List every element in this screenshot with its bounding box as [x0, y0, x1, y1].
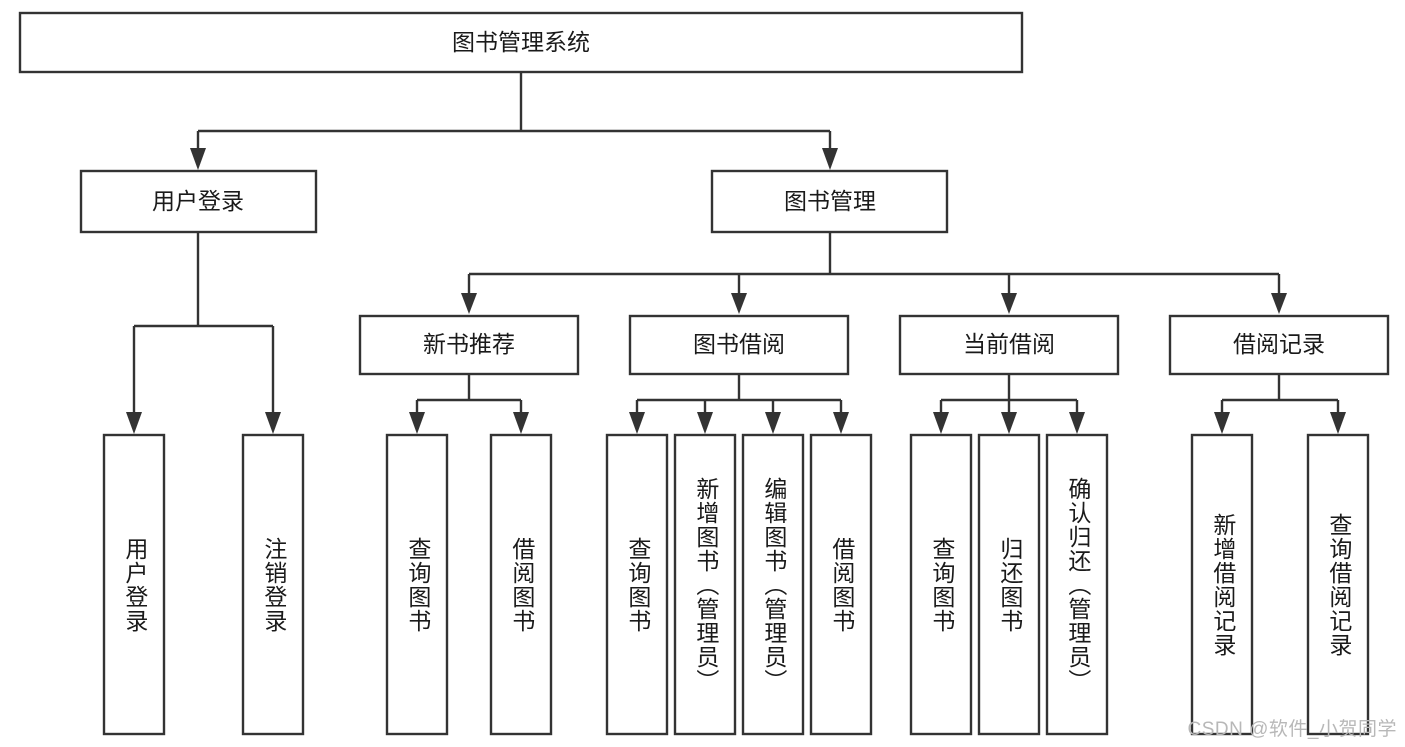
- leaf-box-borrow-book-1[interactable]: [489, 433, 553, 736]
- arrow-head-leaf-confirm-return: [1069, 412, 1085, 434]
- leaf-box-group: [102, 433, 1370, 736]
- node-new-book-rec-box[interactable]: [358, 314, 580, 376]
- arrow-head-leaf-borrow-book-1: [513, 412, 529, 434]
- arrow-head-leaf-add-record: [1214, 412, 1230, 434]
- arrow-head-leaf-borrow-book-2: [833, 412, 849, 434]
- arrow-head-leaf-query-record: [1330, 412, 1346, 434]
- connector-group-user-login: [126, 232, 281, 434]
- node-root-box[interactable]: [18, 11, 1024, 74]
- node-new-book-rec-label: 新书推荐: [423, 331, 515, 357]
- connector-group-current-borrow: [933, 374, 1085, 434]
- leaf-box-confirm-return[interactable]: [1045, 433, 1109, 736]
- leaf-box-return-book[interactable]: [977, 433, 1041, 736]
- leaf-box-query-book-2[interactable]: [605, 433, 669, 736]
- arrow-head-leaf-query-book-3: [933, 412, 949, 434]
- node-borrow-record[interactable]: 借阅记录: [1168, 314, 1390, 376]
- arrow-head-leaf-query-book-2: [629, 412, 645, 434]
- node-borrow-record-box[interactable]: [1168, 314, 1390, 376]
- node-current-borrow-box[interactable]: [898, 314, 1120, 376]
- node-new-book-rec[interactable]: 新书推荐: [358, 314, 580, 376]
- node-book-borrow-box[interactable]: [628, 314, 850, 376]
- node-book-borrow[interactable]: 图书借阅: [628, 314, 850, 376]
- arrow-head-leaf-query-book-1: [409, 412, 425, 434]
- node-root[interactable]: 图书管理系统: [18, 11, 1024, 74]
- node-borrow-record-label: 借阅记录: [1233, 331, 1325, 357]
- leaf-box-add-book[interactable]: [673, 433, 737, 736]
- connector-group-book-manage: [461, 232, 1287, 314]
- arrow-head-leaf-user-login: [126, 412, 142, 434]
- arrow-head-borrow-record: [1271, 293, 1287, 314]
- arrow-head-user-login: [190, 148, 206, 170]
- connector-group-borrow-record: [1214, 374, 1346, 434]
- node-book-manage-box[interactable]: [710, 169, 949, 234]
- watermark-text: CSDN @软件_小贺同学: [1187, 719, 1397, 740]
- node-user-login-label: 用户登录: [152, 188, 244, 214]
- arrow-head-leaf-edit-book: [765, 412, 781, 434]
- node-user-login[interactable]: 用户登录: [79, 169, 318, 234]
- leaf-box-user-login[interactable]: [102, 433, 166, 736]
- leaf-box-add-record[interactable]: [1190, 433, 1254, 736]
- leaf-box-query-book-3[interactable]: [909, 433, 973, 736]
- arrow-head-leaf-logout: [265, 412, 281, 434]
- node-current-borrow[interactable]: 当前借阅: [898, 314, 1120, 376]
- node-root-label: 图书管理系统: [452, 29, 590, 55]
- node-book-borrow-label: 图书借阅: [693, 331, 785, 357]
- node-book-manage-label: 图书管理: [784, 188, 876, 214]
- connector-group-root: [190, 72, 838, 170]
- leaf-box-query-book-1[interactable]: [385, 433, 449, 736]
- connector-group-book-borrow: [629, 374, 849, 434]
- node-book-manage[interactable]: 图书管理: [710, 169, 949, 234]
- arrow-head-current-borrow: [1001, 293, 1017, 314]
- arrow-head-leaf-return-book: [1001, 412, 1017, 434]
- arrow-head-book-manage: [822, 148, 838, 170]
- arrow-head-new-book-rec: [461, 293, 477, 314]
- leaf-box-edit-book[interactable]: [741, 433, 805, 736]
- arrow-head-book-borrow: [731, 293, 747, 314]
- node-current-borrow-label: 当前借阅: [963, 331, 1055, 357]
- leaf-box-logout[interactable]: [241, 433, 305, 736]
- node-user-login-box[interactable]: [79, 169, 318, 234]
- connector-group-new-book-rec: [409, 374, 529, 434]
- leaf-box-query-record[interactable]: [1306, 433, 1370, 736]
- arrow-head-leaf-add-book: [697, 412, 713, 434]
- leaf-box-borrow-book-2[interactable]: [809, 433, 873, 736]
